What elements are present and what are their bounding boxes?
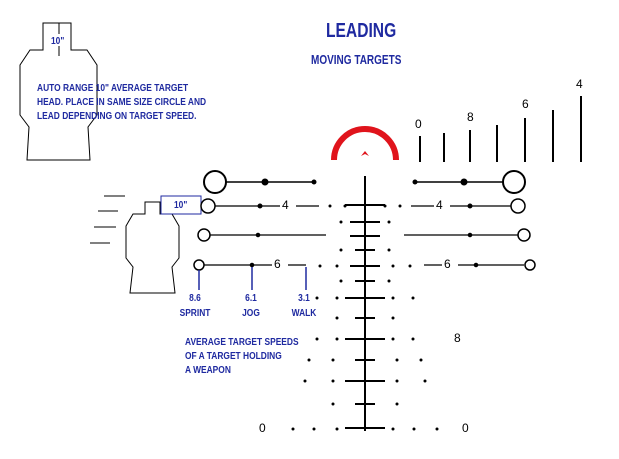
head-target-silhouette [19, 22, 98, 161]
speeds-note-line: OF A TARGET HOLDING [185, 350, 282, 362]
instruction-line: AUTO RANGE 10" AVERAGE TARGET [37, 82, 189, 94]
target-size-label-moving: 10" [174, 199, 188, 211]
center-chevron [361, 151, 369, 156]
speed-walk: 3.1 WALK [288, 291, 320, 321]
speed-label: JOG [242, 307, 260, 319]
speeds-note-line: A WEAPON [185, 364, 231, 376]
lead-row-1 [203, 170, 526, 194]
instruction-line: LEAD DEPENDING ON TARGET SPEED. [37, 110, 197, 122]
speed-label: WALK [291, 307, 317, 319]
page-subtitle: MOVING TARGETS [311, 53, 402, 67]
speed-sprint: 8.6 SPRINT [179, 291, 211, 321]
lead-number: 4 [280, 198, 291, 212]
speed-label: SPRINT [179, 307, 211, 319]
holdover-dots [291, 204, 439, 431]
holdover-number: 0 [257, 421, 268, 435]
speed-connectors [198, 267, 307, 290]
range-number: 4 [574, 77, 585, 91]
speed-value: 8.6 [189, 292, 201, 304]
holdover-number: 8 [452, 331, 463, 345]
speeds-note-line: AVERAGE TARGET SPEEDS [185, 336, 299, 348]
holdover-number: 0 [460, 421, 471, 435]
holdover-hashes [345, 204, 385, 429]
lead-row-4 [193, 259, 536, 271]
lead-number: 6 [442, 257, 453, 271]
speeds-note: AVERAGE TARGET SPEEDS OF A TARGET HOLDIN… [185, 335, 299, 377]
speed-jog: 6.1 JOG [235, 291, 267, 321]
target-size-label-top: 10" [51, 35, 65, 47]
lead-row-3 [197, 228, 531, 242]
lead-number: 4 [434, 198, 445, 212]
instruction-line: HEAD. PLACE IN SAME SIZE CIRCLE AND [37, 96, 207, 108]
instruction-text: AUTO RANGE 10" AVERAGE TARGET HEAD. PLAC… [37, 81, 206, 123]
lead-row-2 [200, 198, 526, 214]
speed-value: 6.1 [245, 292, 257, 304]
range-number: 0 [413, 117, 424, 131]
speed-value: 3.1 [298, 292, 310, 304]
range-finder-bars [419, 96, 582, 162]
lead-number: 6 [272, 257, 283, 271]
range-number: 8 [465, 110, 476, 124]
page-title: LEADING [326, 20, 397, 42]
range-number: 6 [520, 97, 531, 111]
center-ring [331, 126, 399, 161]
